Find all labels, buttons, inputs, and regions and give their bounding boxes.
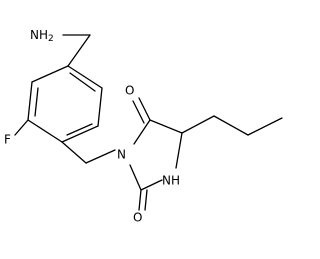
benzene-bond-4: [61, 125, 99, 143]
bond-ch2-n: [85, 149, 116, 164]
carbonyl-top-bond-2: [132, 100, 145, 124]
structure-diagram: NH2 F N NH O O: [0, 0, 293, 259]
atom-label-ring-n: N: [117, 148, 126, 162]
propyl-bond-2: [213, 115, 249, 136]
bond-c5-nh: [175, 132, 183, 169]
bond-ring-f: [14, 119, 29, 136]
benzene-inner-bond-1: [34, 87, 39, 117]
propyl-bond-1: [181, 115, 215, 134]
carbonyl-bottom-bond-1: [138, 189, 142, 211]
bond-c2-n: [129, 164, 142, 191]
benzene-bond-2: [27, 81, 33, 121]
benzene-bond-1: [31, 65, 69, 83]
atom-label-oxygen-top: O: [125, 84, 134, 98]
benzene-bond-5: [97, 87, 103, 127]
carbonyl-bottom-bond-2: [144, 189, 148, 211]
bond-nh-c2: [140, 179, 163, 191]
atom-label-fluorine: F: [4, 133, 11, 147]
bond-c4-c5: [149, 119, 183, 134]
benzene-inner-bond-3: [69, 72, 96, 92]
atom-label-oxygen-bottom: O: [133, 211, 142, 225]
carbonyl-top-bond-1: [138, 97, 151, 121]
atom-label-ring-nh: NH: [162, 174, 180, 188]
propyl-bond-3: [247, 117, 283, 136]
background: [0, 0, 293, 259]
benzene-bond-6: [67, 65, 103, 89]
benzene-bond-3: [27, 119, 63, 143]
benzene-inner-bond-2: [66, 123, 93, 136]
bond-ring-ch2: [61, 141, 87, 164]
bond-ch2-ring: [67, 34, 91, 67]
atom-label-amine: NH2: [30, 28, 54, 44]
bond-n-c4: [133, 119, 151, 145]
